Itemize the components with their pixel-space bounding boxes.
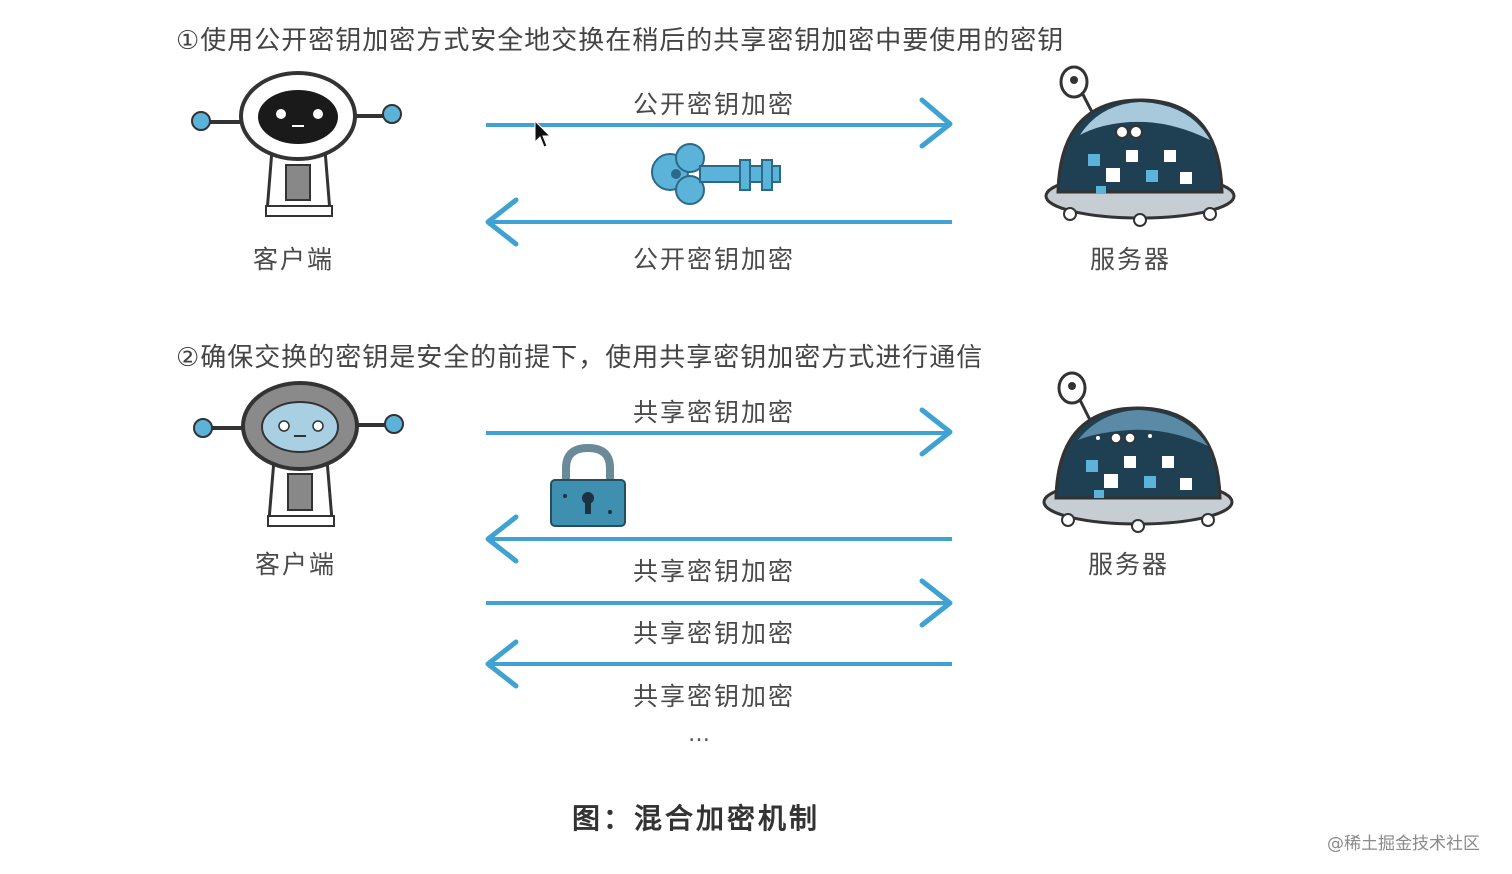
watermark: @稀土掘金技术社区 (1327, 834, 1480, 854)
section1-arrow-to-server (486, 97, 953, 149)
client-robot-icon-2 (193, 381, 404, 527)
server-label: 服务器 (1090, 245, 1172, 274)
server-label-2: 服务器 (1088, 550, 1170, 579)
section2-arrow-4-label: 共享密钥加密 (632, 682, 795, 711)
section2-arrow-1-label: 共享密钥加密 (632, 398, 795, 427)
section1-heading: ①使用公开密钥加密方式安全地交换在稍后的共享密钥加密中要使用的密钥 (176, 26, 1065, 56)
section1-arrow-to-server-label: 公开密钥加密 (632, 90, 795, 119)
section2-arrow-4 (485, 639, 952, 689)
server-robot-icon (1044, 65, 1236, 227)
section2-arrow-3-label: 共享密钥加密 (632, 619, 795, 648)
ellipsis: … (688, 722, 712, 747)
mouse-cursor-icon (534, 119, 552, 148)
section1-arrow-to-client-label: 公开密钥加密 (632, 245, 795, 274)
key-icon (651, 143, 781, 205)
figure-caption: 图：混合加密机制 (572, 802, 821, 835)
server-robot-icon-2 (1042, 371, 1234, 533)
section2-heading: ②确保交换的密钥是安全的前提下，使用共享密钥加密方式进行通信 (176, 343, 984, 373)
section2-arrow-3 (486, 578, 953, 628)
client-label-2: 客户端 (255, 550, 337, 579)
lock-icon (550, 443, 626, 527)
section2-arrow-2-label: 共享密钥加密 (632, 557, 795, 586)
section1-arrow-to-client (485, 197, 952, 247)
section2-arrow-2 (485, 514, 952, 564)
section2-arrow-1 (486, 407, 953, 457)
client-robot-icon (191, 71, 402, 217)
client-label: 客户端 (253, 245, 335, 274)
